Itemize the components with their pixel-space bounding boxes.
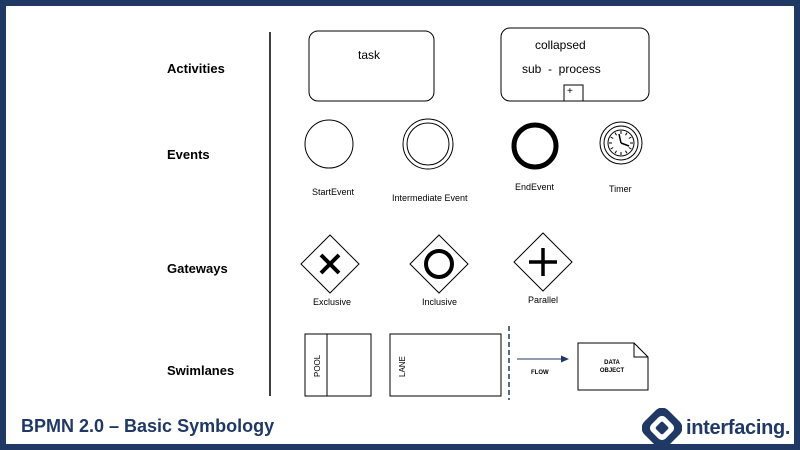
data-object-shape: DATA OBJECT (577, 342, 649, 391)
symbol-diagram: task collapsed sub - process + StartEven… (269, 27, 650, 400)
data-object-label-line1: DATA (604, 360, 620, 366)
row-label-gateways: Gateways (167, 261, 228, 276)
parallel-gateway-shape (513, 232, 573, 292)
lane-shape: LANE (389, 333, 502, 397)
inclusive-gateway-shape (409, 234, 469, 294)
row-label-activities: Activities (167, 61, 225, 76)
task-shape: task (308, 30, 435, 102)
end-event-label: EndEvent (515, 182, 555, 192)
sequence-flow-arrow (517, 355, 569, 363)
x-icon (319, 253, 341, 275)
interfacing-logo-icon (642, 408, 682, 448)
task-label: task (358, 48, 381, 62)
timer-label: Timer (609, 184, 632, 194)
start-event-shape (304, 119, 354, 169)
plus-icon (529, 248, 557, 276)
lane-label: LANE (398, 356, 407, 377)
pool-shape: POOL (304, 333, 372, 397)
parallel-gateway-label: Parallel (528, 295, 558, 305)
subprocess-plus-icon: + (567, 86, 573, 97)
intermediate-event-shape (402, 118, 454, 170)
row-label-swimlanes: Swimlanes (167, 363, 235, 378)
row-label-events: Events (167, 147, 210, 162)
slide-title: BPMN 2.0 – Basic Symbology (21, 416, 275, 436)
inclusive-gateway-label: Inclusive (422, 297, 457, 307)
circle-icon (424, 249, 454, 279)
exclusive-gateway-shape (300, 234, 360, 294)
logo-text: interfacing. (686, 416, 791, 439)
pool-label: POOL (313, 354, 322, 377)
timer-icon (599, 121, 643, 165)
collapsed-subprocess-shape: collapsed sub - process + (500, 27, 650, 102)
exclusive-gateway-label: Exclusive (313, 297, 351, 307)
collapsed-label-line2: sub - process (522, 62, 601, 76)
start-event-label: StartEvent (312, 187, 355, 197)
flow-label: FLOW (531, 370, 549, 376)
end-event-shape (511, 122, 559, 170)
collapsed-label-line1: collapsed (535, 38, 586, 52)
intermediate-event-label: Intermediate Event (392, 193, 468, 203)
subprocess-marker-box (563, 84, 584, 102)
data-object-label-line2: OBJECT (600, 368, 625, 374)
interfacing-logo: interfacing. (642, 408, 791, 448)
